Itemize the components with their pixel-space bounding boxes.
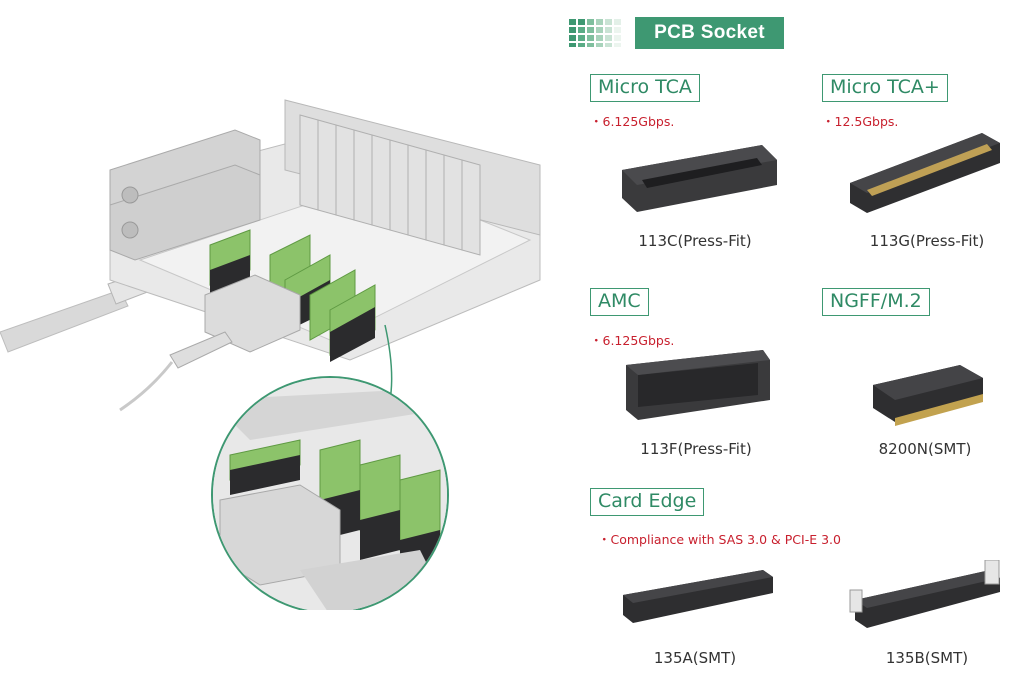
connector-8200n-image <box>865 360 990 435</box>
spec-note-micro-tca-plus: ・12.5Gbps. <box>822 114 899 129</box>
connector-135b-image <box>845 560 1010 640</box>
server-chassis-illustration <box>0 70 560 610</box>
part-caption-113c: 113C(Press-Fit) <box>638 232 752 250</box>
part-caption-8200n: 8200N(SMT) <box>878 440 972 458</box>
connector-113c-image <box>612 140 782 220</box>
connector-113f-image <box>618 345 778 425</box>
connector-113g-image <box>842 128 1007 218</box>
page-title: PCB Socket <box>635 17 784 49</box>
spec-note-amc: ・6.125Gbps. <box>590 333 675 348</box>
section-label-micro-tca-plus: Micro TCA+ <box>822 74 948 102</box>
part-caption-135a: 135A(SMT) <box>653 649 737 667</box>
section-label-card-edge: Card Edge <box>590 488 705 516</box>
brand-grid-icon <box>569 19 626 47</box>
part-caption-113g: 113G(Press-Fit) <box>869 232 985 250</box>
part-caption-113f: 113F(Press-Fit) <box>640 440 752 458</box>
spec-note-card-edge: ・Compliance with SAS 3.0 & PCI-E 3.0 <box>598 532 841 547</box>
section-label-ngff-m2: NGFF/M.2 <box>822 288 930 316</box>
connector-135a-image <box>618 565 778 635</box>
spec-note-micro-tca: ・6.125Gbps. <box>590 114 675 129</box>
part-caption-135b: 135B(SMT) <box>885 649 969 667</box>
section-label-micro-tca: Micro TCA <box>590 74 700 102</box>
section-label-amc: AMC <box>590 288 649 316</box>
